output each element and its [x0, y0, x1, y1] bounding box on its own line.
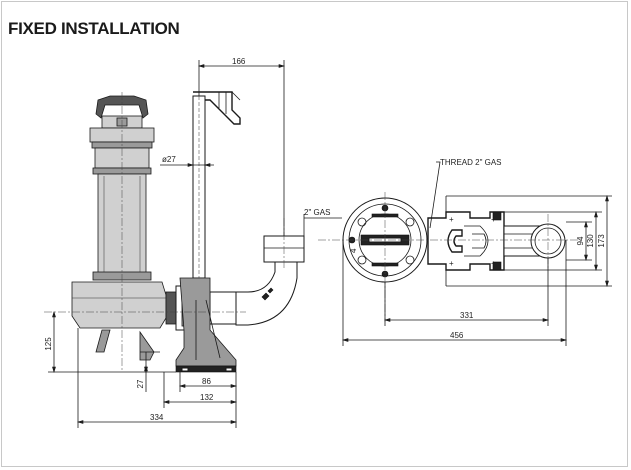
- side-view: 166 ø27 2" GAS 125 27: [44, 57, 342, 428]
- dim-125-label: 125: [44, 337, 53, 351]
- dim-334: 334: [76, 328, 238, 428]
- dim-27: 27: [136, 352, 148, 392]
- thread-callout: THREAD 2" GAS: [429, 158, 502, 229]
- dim-132-label: 132: [200, 393, 214, 402]
- thread-callout-label: THREAD 2" GAS: [440, 158, 502, 167]
- dim-rail-diameter-label: ø27: [162, 155, 176, 164]
- dim-173-label: 173: [597, 234, 606, 248]
- pump-casing: [71, 281, 167, 329]
- dim-94-label: 94: [576, 236, 585, 245]
- dim-166-label: 166: [232, 57, 246, 66]
- dim-334-label: 334: [150, 413, 164, 422]
- dim-456-label: 456: [450, 331, 464, 340]
- plan-guide-clamp: + + + +: [427, 211, 505, 271]
- discharge-elbow: [235, 235, 305, 326]
- dim-outlet-thread: 2" GAS: [303, 208, 342, 236]
- guide-rail: [192, 91, 241, 279]
- dim-27-label: 27: [136, 379, 145, 388]
- plan-rail-bar: [503, 223, 566, 259]
- dim-331: 331: [383, 258, 550, 326]
- dim-86: 86: [178, 372, 238, 392]
- svg-text:+: +: [449, 259, 454, 268]
- duck-foot-base: [175, 277, 237, 373]
- dim-94: 94: [566, 220, 592, 262]
- pump-feet: [95, 329, 160, 361]
- svg-text:4: 4: [349, 248, 358, 253]
- dim-456: 456: [341, 240, 568, 346]
- plan-view: 4 + + + + THREAD: [318, 158, 612, 346]
- dim-166: 166: [197, 57, 286, 236]
- dim-rail-diameter: ø27: [160, 155, 214, 167]
- dim-331-label: 331: [460, 311, 474, 320]
- dim-86-label: 86: [202, 377, 211, 386]
- dim-173: 173: [445, 194, 612, 288]
- dim-outlet-thread-label: 2" GAS: [304, 208, 330, 217]
- dim-130-label: 130: [586, 234, 595, 248]
- svg-text:+: +: [449, 215, 454, 224]
- dim-130: 130: [504, 210, 602, 272]
- drawing-title: FIXED INSTALLATION: [8, 19, 180, 38]
- dim-132: 132: [162, 372, 238, 408]
- dim-125: 125: [44, 310, 176, 374]
